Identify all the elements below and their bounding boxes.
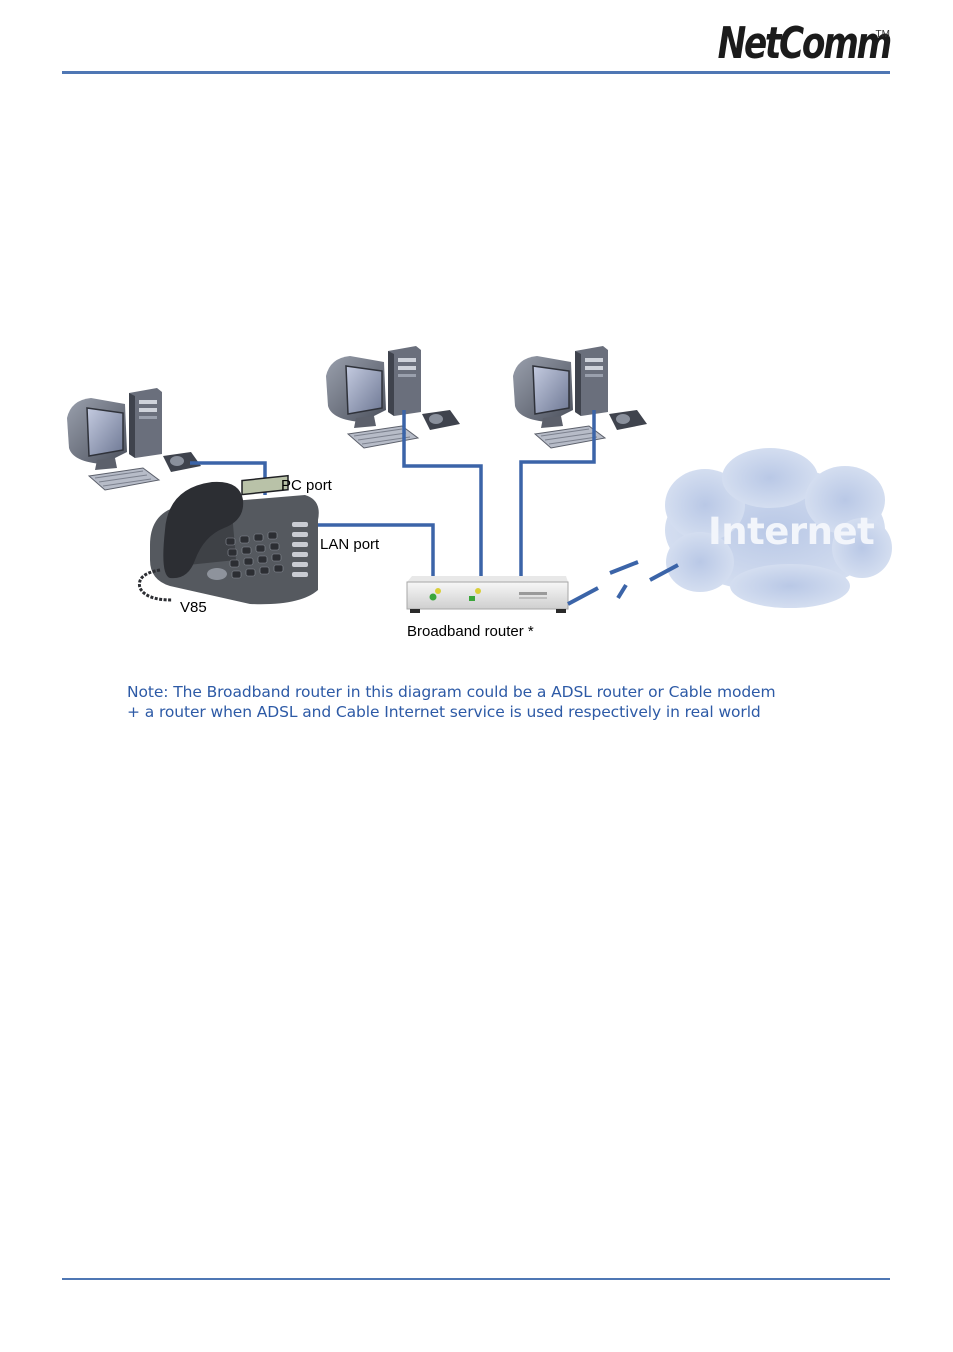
footer-rule xyxy=(62,1278,890,1280)
note-line-1: Note: The Broadband router in this diagr… xyxy=(127,683,776,701)
router-label: Broadband router * xyxy=(407,623,534,640)
internet-link xyxy=(568,562,678,604)
internet-label: Internet xyxy=(708,510,874,553)
cable-pc2-to-router xyxy=(404,410,481,578)
broadband-router xyxy=(407,576,568,613)
pc-port-label: PC port xyxy=(281,477,332,494)
lan-port-label: LAN port xyxy=(320,536,379,553)
phone-model-label: V85 xyxy=(180,599,207,616)
network-diagram xyxy=(0,0,953,760)
v85-phone xyxy=(139,476,318,604)
note-line-2: + a router when ADSL and Cable Internet … xyxy=(127,703,761,721)
